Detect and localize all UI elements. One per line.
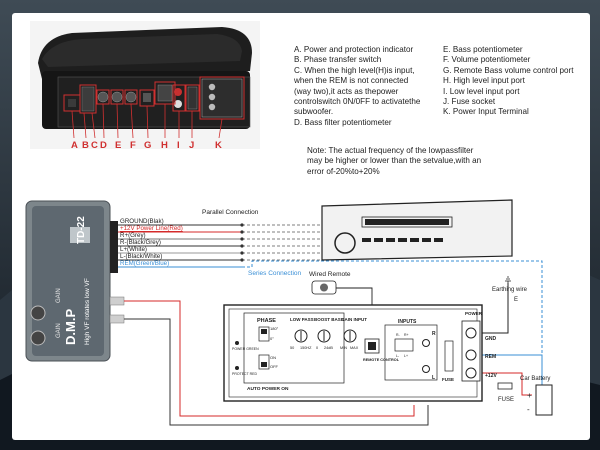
input-pin-l-minus: L- bbox=[396, 354, 400, 358]
wire-rplus-label: R+(Grey) bbox=[120, 232, 146, 239]
input-pin-r-minus: R- bbox=[396, 333, 401, 337]
callout-j: J bbox=[189, 140, 194, 151]
amp-tagline: High VF rotates low VF bbox=[84, 278, 91, 345]
power-green-label: POWER GREEN bbox=[232, 347, 259, 351]
legend-item-k: K. Power Input Terminal bbox=[443, 107, 529, 117]
phase-scale-180: 180° bbox=[270, 326, 279, 331]
car-battery-label: Car Battery bbox=[520, 376, 550, 382]
callout-k: K bbox=[215, 140, 222, 151]
wire-ground-label: GROUND(Blak) bbox=[120, 218, 164, 225]
wire-lplus-label: L+(White) bbox=[120, 246, 147, 253]
callout-b: B bbox=[82, 140, 89, 151]
legend-item-g: G. Remote Bass volume control port bbox=[443, 65, 574, 75]
legend-item-f: F. Volume potentiometer bbox=[443, 55, 531, 65]
knob-boost-bass-max: 24dB bbox=[324, 346, 333, 350]
wire-rminus-label: R-(Black/Grey) bbox=[120, 239, 161, 246]
td22-amplifier-module: GAIN GAIN D.M.P TD-22 High VF rotates lo… bbox=[25, 200, 125, 362]
earth-sign-e: E bbox=[514, 297, 518, 303]
legend-item-i: I. Low level input port bbox=[443, 86, 520, 96]
wire-rem-label: REM(Green/Blue) bbox=[120, 260, 169, 267]
legend-item-c-line2: when the REM is not connected bbox=[294, 76, 409, 86]
series-connection-label: Series Connection bbox=[248, 270, 301, 277]
subwoofer-control-panel: PHASE 180° 0° POWER GREEN PROTECT RED ON… bbox=[223, 297, 518, 402]
input-pin-l-plus: L+ bbox=[404, 354, 408, 358]
power-wiring: Earthing wire FUSE Car Battery + - bbox=[481, 276, 553, 416]
callout-g: G bbox=[144, 140, 151, 151]
knob-gain-input[interactable]: GAIN INPUT MIN MAX bbox=[340, 317, 367, 350]
callout-e: E bbox=[115, 140, 121, 151]
knob-boost-bass[interactable]: BOOST BASS 0 24dB bbox=[314, 317, 344, 350]
input-wire-bundle: GROUND(Blak) +12V Power Line(Red) R+(Gre… bbox=[110, 209, 543, 426]
wire-12v-label: +12V Power Line(Red) bbox=[120, 225, 183, 232]
input-pin-r-plus: R+ bbox=[404, 333, 409, 337]
knob-boost-bass-title: BOOST BASS bbox=[314, 317, 344, 322]
legend-item-b: B. Phase transfer switch bbox=[294, 55, 382, 65]
legend-item-d: D. Bass filter potentiometer bbox=[294, 117, 392, 127]
callout-f: F bbox=[130, 140, 136, 151]
fuse-wire-label: FUSE bbox=[498, 397, 514, 403]
knob-low-pass-min: 50 bbox=[290, 346, 294, 350]
input-r-label: R bbox=[432, 331, 436, 337]
battery-plus: + bbox=[527, 391, 532, 400]
legend-item-e: E. Bass potentiometer bbox=[443, 45, 523, 54]
wiring-diagram: A B C D E F G H I J K GAIN GAIN D.M.P TD… bbox=[25, 21, 553, 426]
knob-low-pass-max: 150HZ bbox=[300, 346, 312, 350]
diagram-card: A B C D E F G H I J K GAIN GAIN D.M.P TD… bbox=[12, 13, 590, 440]
legend-item-j: J. Fuse socket bbox=[443, 97, 496, 107]
legend-item-c: C. When the high level(H)is input, bbox=[294, 65, 415, 75]
knob-low-pass[interactable]: LOW PASS 50 150HZ bbox=[290, 317, 314, 350]
amp-gain-port-1: GAIN bbox=[56, 288, 62, 303]
wired-remote-label: Wired Remote bbox=[309, 271, 351, 278]
parallel-connection-label: Parallel Connection bbox=[202, 209, 259, 216]
frequency-note: Note: The actual frequency of the lowpas… bbox=[307, 146, 482, 176]
callout-i: I bbox=[177, 140, 180, 151]
wire-lminus-label: L-(Black/White) bbox=[120, 253, 162, 260]
callout-c: C bbox=[91, 140, 98, 151]
legend-item-c-line5: subwoofer. bbox=[294, 107, 334, 117]
input-l-label: L bbox=[432, 375, 435, 381]
earthing-wire-label: Earthing wire bbox=[492, 287, 528, 293]
amp-gain-port-2: GAIN bbox=[56, 323, 62, 338]
legend-item-c-line3: (way two),it acts as thepower bbox=[294, 86, 399, 96]
auto-power-on-label: AUTO POWER ON bbox=[247, 386, 289, 392]
amp-brand: D.M.P bbox=[63, 309, 78, 345]
terminal-rem-label: REM bbox=[485, 354, 496, 360]
remote-control-label: REMOTE CONTROL bbox=[363, 358, 400, 362]
legend-right: E. Bass potentiometer F. Volume potentio… bbox=[443, 45, 588, 118]
battery-minus: - bbox=[527, 405, 530, 414]
terminal-12v-label: +12V bbox=[485, 373, 497, 379]
power-label: POWER bbox=[465, 311, 483, 316]
switch-on-label: ON bbox=[270, 355, 276, 360]
switch-off-label: OFF bbox=[270, 364, 279, 369]
knob-boost-bass-min: 0 bbox=[316, 346, 318, 350]
protect-red-label: PROTECT RED bbox=[232, 372, 257, 376]
callout-h: H bbox=[161, 140, 168, 151]
panel-fuse-label: FUSE bbox=[442, 377, 454, 382]
knob-gain-input-title: GAIN INPUT bbox=[341, 317, 367, 322]
legend-left: A. Power and protection indicator B. Pha… bbox=[294, 45, 444, 128]
amp-model: TD-22 bbox=[76, 216, 87, 244]
inputs-label: INPUTS bbox=[398, 319, 417, 325]
callout-a: A bbox=[71, 140, 78, 151]
legend-item-h: H. High level input port bbox=[443, 76, 525, 86]
legend-item-c-line4: controlswitch 0N/0FF to activatethe bbox=[294, 97, 421, 107]
knob-low-pass-title: LOW PASS bbox=[290, 317, 314, 322]
terminal-gnd-label: GND bbox=[485, 336, 497, 342]
car-head-unit bbox=[321, 199, 513, 261]
subwoofer-photo: A B C D E F G H I J K bbox=[30, 21, 260, 151]
legend-item-a: A. Power and protection indicator bbox=[294, 45, 414, 54]
callout-d: D bbox=[100, 140, 107, 151]
phase-scale-0: 0° bbox=[270, 336, 274, 341]
knob-gain-input-max: MAX bbox=[350, 346, 359, 350]
phase-label: PHASE bbox=[257, 318, 276, 324]
knob-gain-input-min: MIN bbox=[340, 346, 347, 350]
wired-remote: Wired Remote bbox=[309, 271, 373, 343]
